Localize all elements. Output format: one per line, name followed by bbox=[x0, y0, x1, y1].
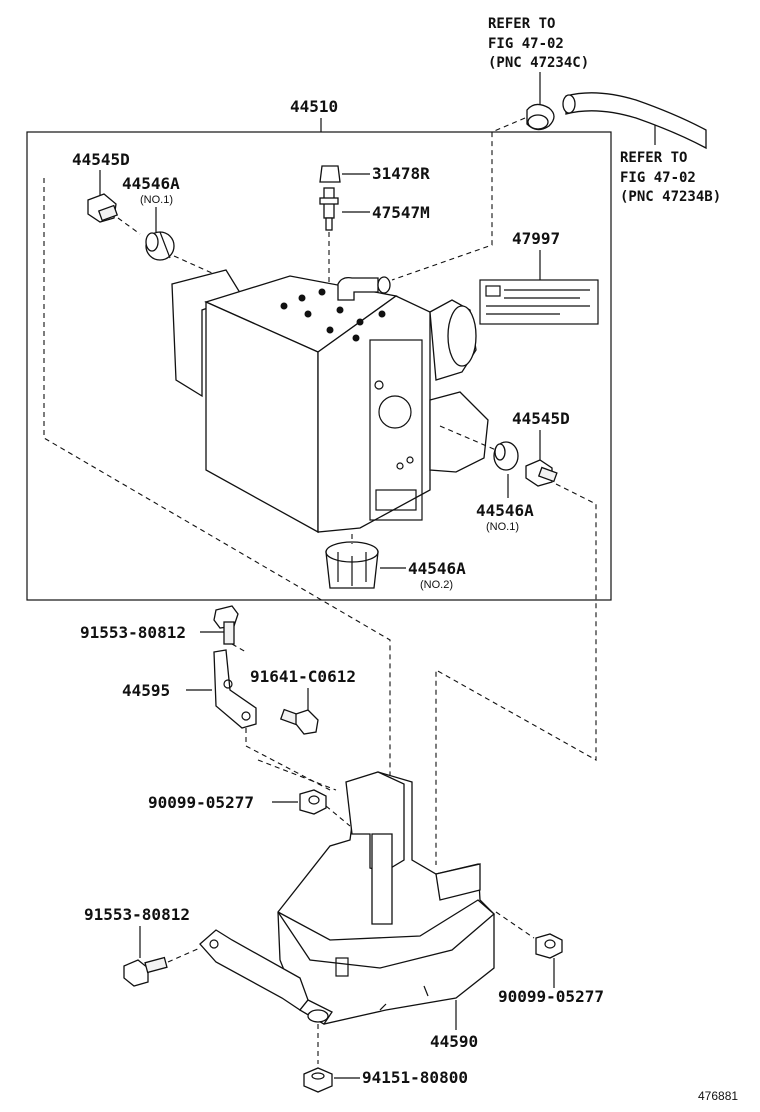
label-94151-80800[interactable]: 94151-80800 bbox=[362, 1068, 468, 1087]
reference-fig-c[interactable]: REFER TO FIG 47-02 (PNC 47234C) bbox=[488, 16, 589, 71]
bolt-44545D-left bbox=[87, 193, 119, 223]
label-31478R[interactable]: 31478R bbox=[372, 164, 430, 183]
bolt-91553-80812-lower bbox=[123, 956, 168, 987]
label-90099-05277-left[interactable]: 90099-05277 bbox=[148, 793, 254, 812]
label-44510[interactable]: 44510 bbox=[290, 97, 338, 116]
label-90099-05277-right[interactable]: 90099-05277 bbox=[498, 987, 604, 1006]
label-44590[interactable]: 44590 bbox=[430, 1032, 478, 1051]
note-no2-bottom: (NO.2) bbox=[420, 579, 453, 591]
svg-text:FIG 47-02: FIG 47-02 bbox=[620, 170, 696, 186]
label-44595[interactable]: 44595 bbox=[122, 681, 170, 700]
svg-text:(PNC 47234B): (PNC 47234B) bbox=[620, 189, 721, 205]
valve-47547M bbox=[319, 187, 339, 231]
note-no1-top: (NO.1) bbox=[140, 194, 173, 206]
label-plate-47997 bbox=[479, 279, 599, 325]
figure-id: 476881 bbox=[698, 1089, 738, 1103]
assembly-frame bbox=[26, 131, 612, 601]
bolt-91553-80812-top bbox=[213, 605, 239, 645]
label-44545D-right[interactable]: 44545D bbox=[512, 409, 570, 428]
bracket-44595 bbox=[213, 649, 257, 729]
label-44545D-left[interactable]: 44545D bbox=[72, 150, 130, 169]
cushion-44546A-top bbox=[145, 231, 175, 261]
label-47997[interactable]: 47997 bbox=[512, 229, 560, 248]
svg-text:(PNC 47234C): (PNC 47234C) bbox=[488, 55, 589, 71]
hose-clamp bbox=[526, 103, 555, 131]
note-no1-right: (NO.1) bbox=[486, 521, 519, 533]
bracket-44590 bbox=[199, 771, 495, 1025]
nut-90099-05277-left bbox=[299, 789, 327, 815]
label-91553-80812-top[interactable]: 91553-80812 bbox=[80, 623, 186, 642]
label-44546A-bottom[interactable]: 44546A bbox=[408, 559, 466, 578]
brake-hose bbox=[562, 92, 707, 150]
reference-fig-b[interactable]: REFER TO FIG 47-02 (PNC 47234B) bbox=[620, 150, 721, 205]
abs-actuator bbox=[171, 269, 489, 534]
svg-text:FIG 47-02: FIG 47-02 bbox=[488, 36, 564, 52]
nut-94151-80800 bbox=[303, 1067, 333, 1093]
label-44546A-top[interactable]: 44546A bbox=[122, 174, 180, 193]
svg-text:REFER TO: REFER TO bbox=[488, 16, 555, 32]
label-44546A-right[interactable]: 44546A bbox=[476, 501, 534, 520]
cushion-44546A-bottom bbox=[325, 541, 379, 589]
bolt-91641-C0612 bbox=[279, 708, 319, 735]
label-91641-C0612[interactable]: 91641-C0612 bbox=[250, 667, 356, 686]
cap-31478R bbox=[319, 165, 341, 183]
label-47547M[interactable]: 47547M bbox=[372, 203, 430, 222]
cushion-44546A-right bbox=[493, 441, 519, 471]
svg-text:REFER TO: REFER TO bbox=[620, 150, 687, 166]
nut-90099-05277-right bbox=[535, 933, 563, 959]
label-91553-80812-lower[interactable]: 91553-80812 bbox=[84, 905, 190, 924]
bolt-44545D-right bbox=[525, 459, 558, 487]
